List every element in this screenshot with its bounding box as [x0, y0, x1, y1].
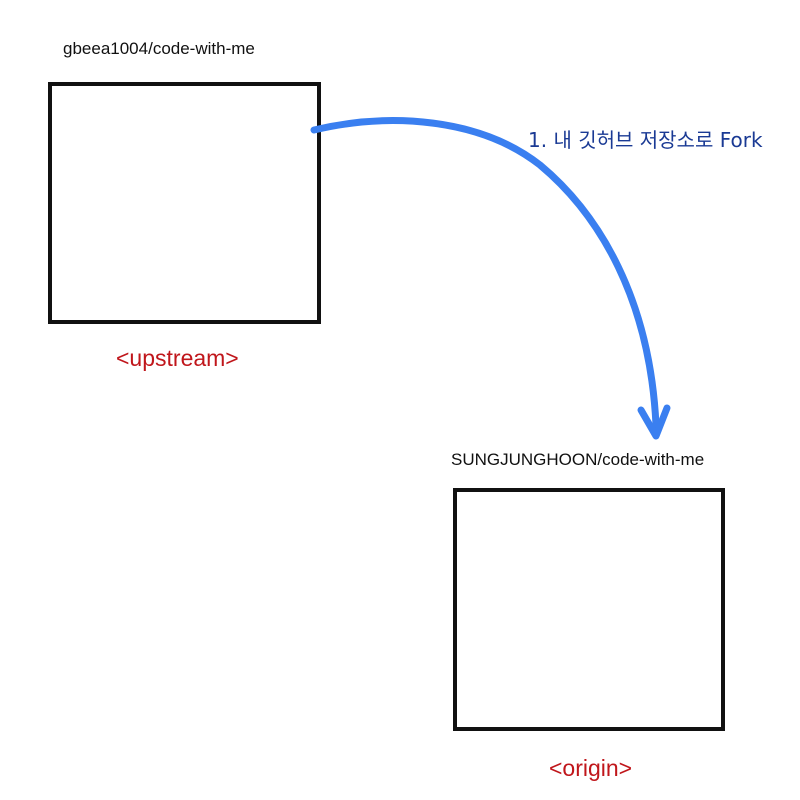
upstream-repo-box	[48, 82, 321, 324]
upstream-role-label: <upstream>	[116, 345, 239, 371]
fork-arrow-curve	[310, 117, 660, 429]
fork-step-label: 1. 내 깃허브 저장소로 Fork	[528, 128, 763, 152]
origin-repo-name: SUNGJUNGHOON/code-with-me	[451, 450, 705, 469]
fork-arrow-head	[637, 404, 671, 440]
upstream-repo-name: gbeea1004/code-with-me	[63, 39, 255, 58]
origin-repo-box	[453, 488, 725, 731]
origin-role-label: <origin>	[549, 755, 633, 781]
